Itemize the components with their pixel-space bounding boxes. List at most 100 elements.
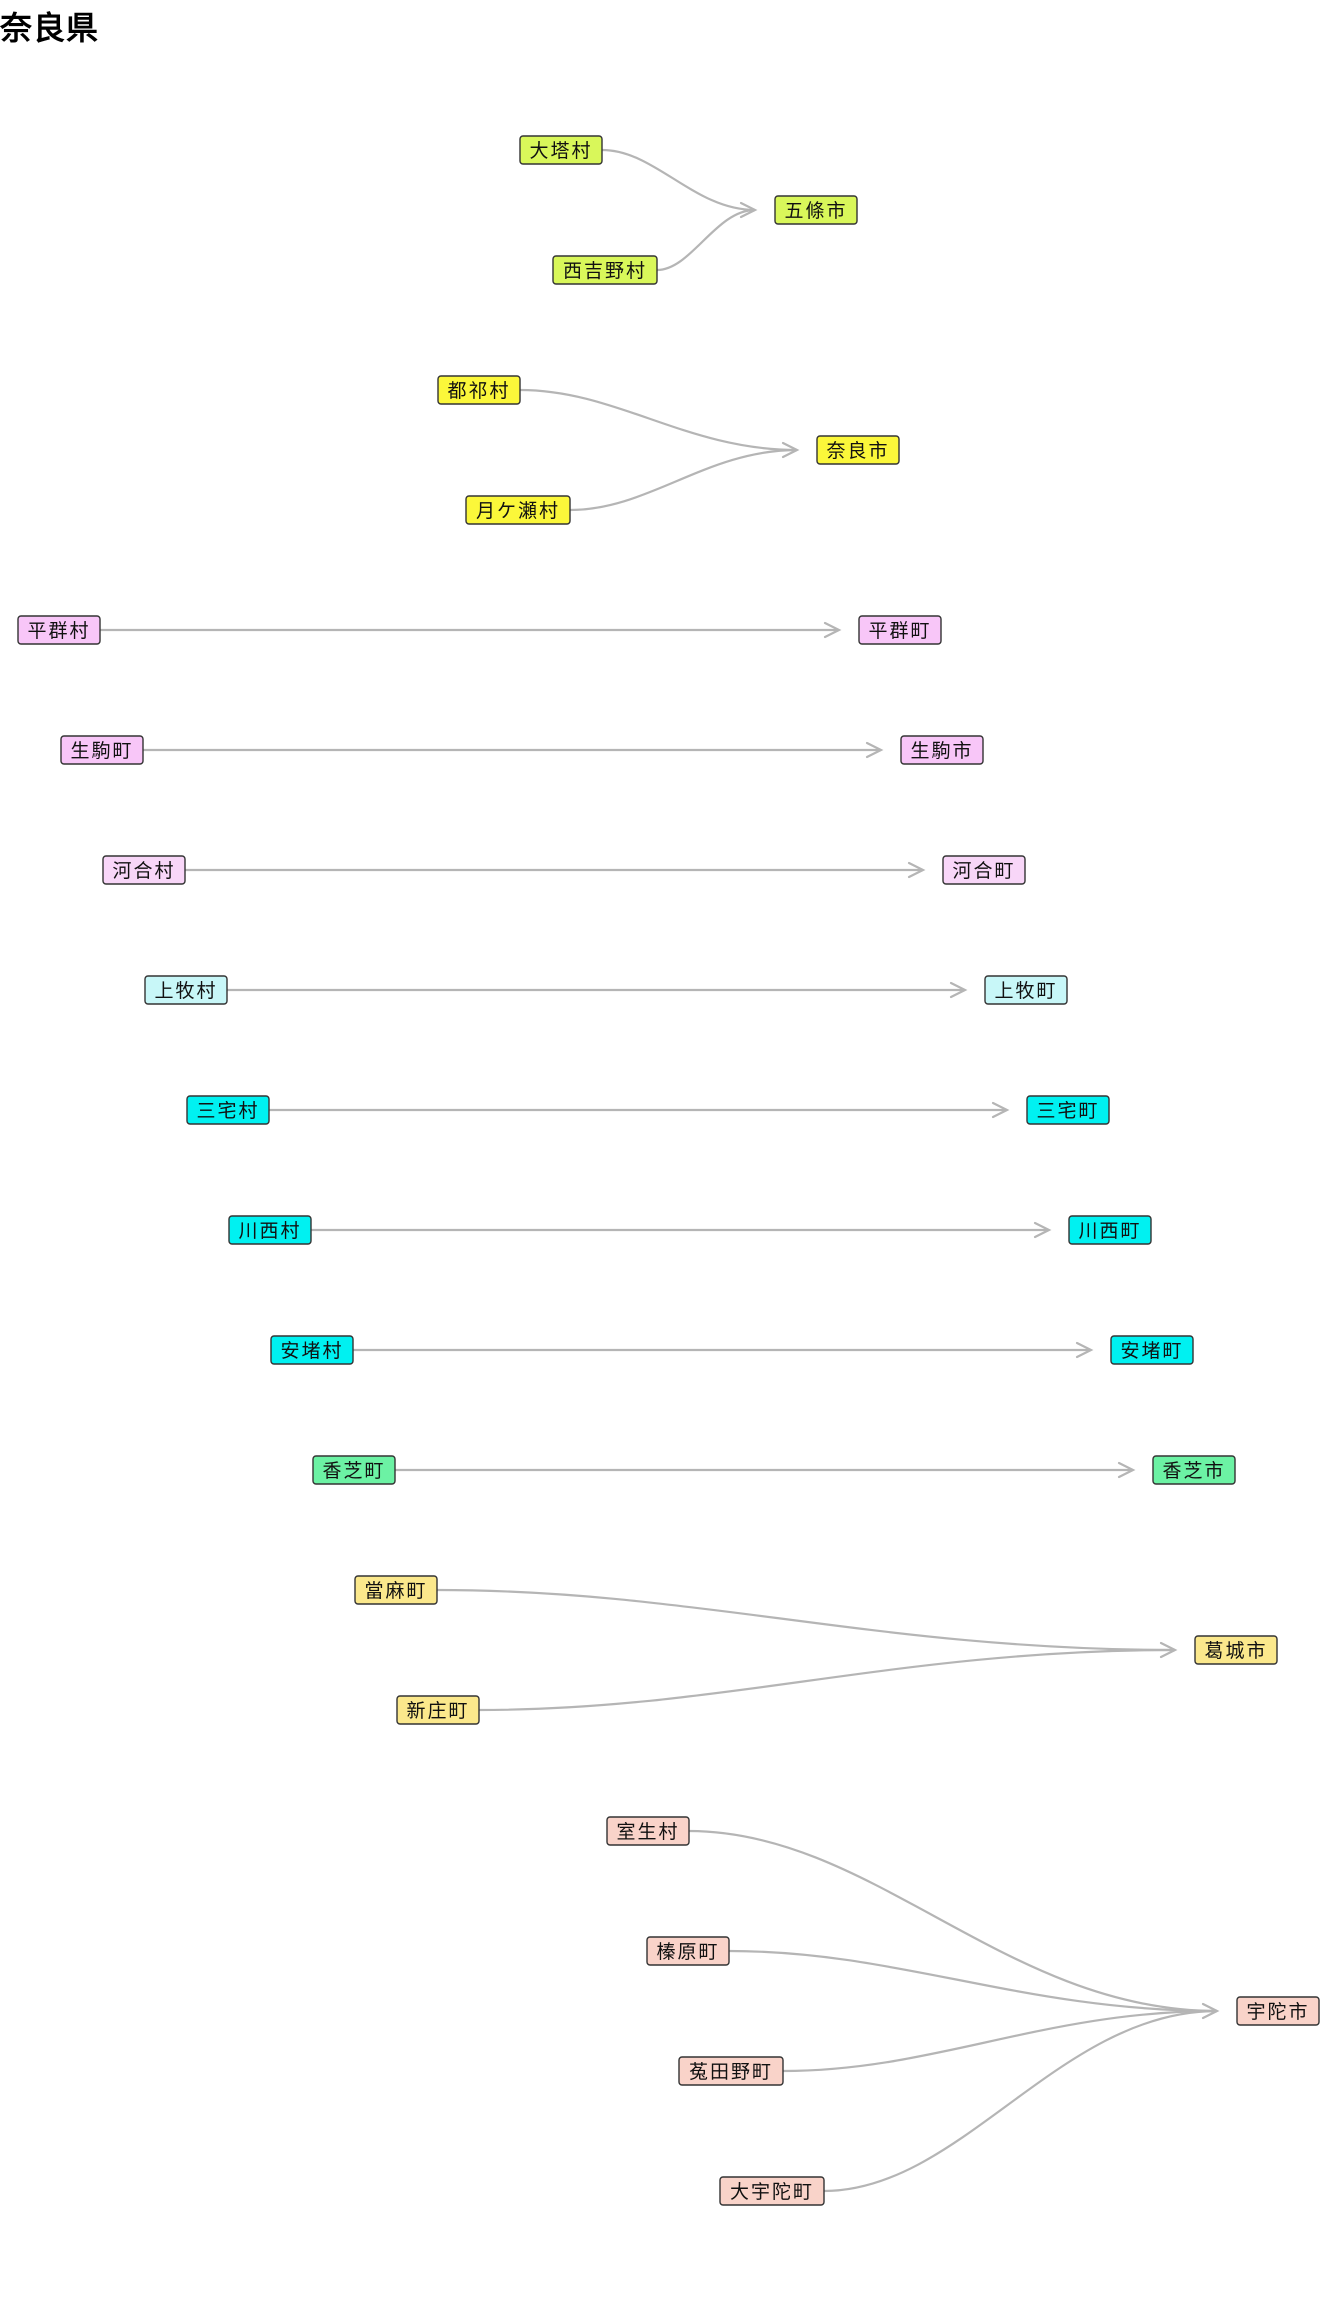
source-node-box	[312, 1455, 396, 1485]
source-node-box	[606, 1816, 690, 1846]
target-node: 奈良市	[816, 435, 900, 465]
edge-當麻町-to-葛城市	[436, 1588, 1176, 1652]
source-node: 月ケ瀬村	[465, 495, 571, 525]
source-node-label: 室生村	[616, 1821, 679, 1843]
source-node: 新庄町	[396, 1695, 480, 1725]
target-node-box	[1068, 1215, 1152, 1245]
target-node: 葛城市	[1194, 1635, 1278, 1665]
target-node: 宇陀市	[1236, 1996, 1320, 2026]
target-node: 川西町	[1068, 1215, 1152, 1245]
source-node-label: 當麻町	[364, 1580, 427, 1602]
edge-大塔村-to-五條市	[601, 148, 756, 212]
source-node-box	[186, 1095, 270, 1125]
target-node-box	[1026, 1095, 1110, 1125]
target-node-label: 五條市	[784, 200, 847, 222]
arrowhead-宇陀市	[1201, 2002, 1220, 2020]
source-node: 三宅村	[186, 1095, 270, 1125]
target-node-box	[1236, 1996, 1320, 2026]
arrowhead-三宅町	[991, 1101, 1010, 1119]
source-node-box	[17, 615, 101, 645]
source-node: 榛原町	[646, 1936, 730, 1966]
source-node: 大塔村	[519, 135, 603, 165]
source-node-box	[270, 1335, 354, 1365]
arrowhead-五條市	[739, 201, 758, 219]
target-node-label: 奈良市	[826, 440, 889, 462]
edge-都祁村-to-奈良市	[519, 388, 798, 452]
target-node-label: 川西町	[1078, 1220, 1141, 1242]
target-node: 上牧町	[984, 975, 1068, 1005]
target-node-label: 宇陀市	[1246, 2001, 1309, 2023]
target-node: 三宅町	[1026, 1095, 1110, 1125]
target-node-box	[1152, 1455, 1236, 1485]
target-node-box	[942, 855, 1026, 885]
source-node-box	[396, 1695, 480, 1725]
source-node-label: 香芝町	[322, 1460, 385, 1482]
target-node-label: 葛城市	[1204, 1640, 1267, 1662]
source-node: 都祁村	[437, 375, 521, 405]
source-node: 平群村	[17, 615, 101, 645]
arrowhead-上牧町	[949, 981, 968, 999]
target-node-box	[900, 735, 984, 765]
arrowhead-川西町	[1033, 1221, 1052, 1239]
source-node-box	[646, 1936, 730, 1966]
source-node-label: 菟田野町	[689, 2061, 773, 2083]
target-node-label: 生駒市	[910, 740, 973, 762]
source-node: 安堵村	[270, 1335, 354, 1365]
source-node-label: 河合村	[112, 860, 175, 882]
target-node: 河合町	[942, 855, 1026, 885]
source-node-box	[354, 1575, 438, 1605]
target-node-label: 上牧町	[994, 980, 1057, 1002]
target-node-label: 三宅町	[1036, 1100, 1099, 1122]
source-node-label: 三宅村	[196, 1100, 259, 1122]
arrowhead-河合町	[907, 861, 926, 879]
target-node-box	[816, 435, 900, 465]
source-node-label: 生駒町	[70, 740, 133, 762]
source-node-label: 大塔村	[529, 140, 592, 162]
source-node: 當麻町	[354, 1575, 438, 1605]
edge-新庄町-to-葛城市	[478, 1648, 1176, 1712]
source-node-label: 新庄町	[406, 1700, 469, 1722]
target-node-label: 平群町	[868, 620, 931, 642]
source-node-label: 安堵村	[280, 1340, 343, 1362]
source-node-box	[437, 375, 521, 405]
arrowhead-生駒市	[865, 741, 884, 759]
source-node: 河合村	[102, 855, 186, 885]
source-node-label: 榛原町	[656, 1941, 719, 1963]
edge-室生村-to-宇陀市	[688, 1829, 1218, 2013]
source-node-box	[465, 495, 571, 525]
target-node: 安堵町	[1110, 1335, 1194, 1365]
source-node-box	[719, 2176, 825, 2206]
target-node-box	[858, 615, 942, 645]
target-node-label: 安堵町	[1120, 1340, 1183, 1362]
edge-月ケ瀬村-to-奈良市	[569, 448, 798, 512]
source-node: 西吉野村	[552, 255, 658, 285]
source-node-box	[552, 255, 658, 285]
target-node-box	[1110, 1335, 1194, 1365]
source-node: 室生村	[606, 1816, 690, 1846]
target-node: 平群町	[858, 615, 942, 645]
target-node: 五條市	[774, 195, 858, 225]
source-node: 菟田野町	[678, 2056, 784, 2086]
source-node-label: 大宇陀町	[730, 2181, 814, 2203]
page-title: 奈良県	[0, 9, 100, 47]
target-node-label: 河合町	[952, 860, 1015, 882]
source-node: 大宇陀町	[719, 2176, 825, 2206]
source-node-box	[102, 855, 186, 885]
edge-西吉野村-to-五條市	[656, 208, 756, 272]
source-node-label: 月ケ瀬村	[476, 500, 560, 522]
edges-layer	[100, 148, 1220, 2193]
source-node-box	[519, 135, 603, 165]
target-node: 香芝市	[1152, 1455, 1236, 1485]
source-node-label: 川西村	[238, 1220, 301, 1242]
source-node-label: 上牧村	[154, 980, 217, 1002]
arrowhead-安堵町	[1075, 1341, 1094, 1359]
source-node: 上牧村	[144, 975, 228, 1005]
source-node-label: 西吉野村	[563, 260, 647, 282]
source-node: 川西村	[228, 1215, 312, 1245]
source-node-label: 平群村	[27, 620, 90, 642]
target-node-box	[774, 195, 858, 225]
source-node: 香芝町	[312, 1455, 396, 1485]
target-node: 生駒市	[900, 735, 984, 765]
